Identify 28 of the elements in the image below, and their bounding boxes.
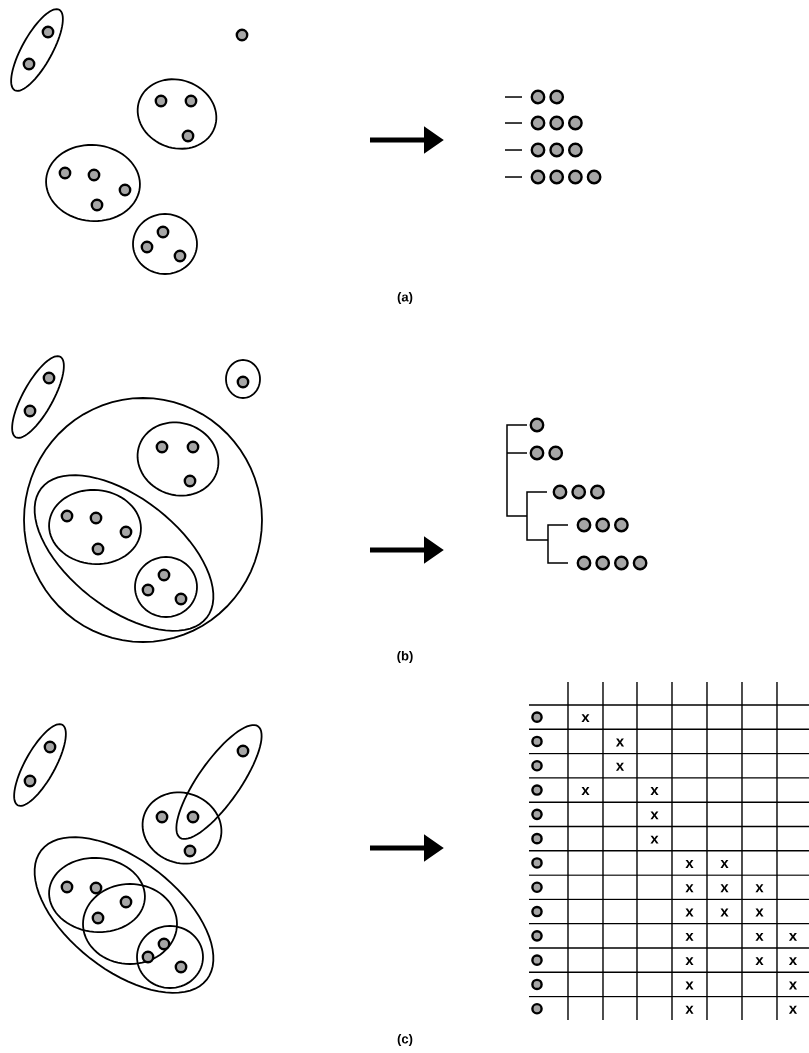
cell-mark: x	[685, 1005, 694, 1014]
cell-mark: x	[685, 981, 694, 990]
cell-mark: x	[650, 835, 659, 844]
cell-mark: x	[788, 957, 798, 966]
panel-label: (a)	[397, 291, 413, 305]
cell-mark: x	[615, 762, 625, 771]
cell-mark: x	[685, 908, 694, 917]
cell-mark: x	[720, 908, 729, 917]
cell-mark: x	[755, 908, 764, 917]
panel-label: (c)	[397, 1033, 413, 1047]
cell-mark: x	[581, 714, 590, 723]
cell-mark: x	[720, 884, 729, 893]
cell-mark: x	[788, 1005, 798, 1014]
cell-mark: x	[788, 932, 798, 941]
cell-mark: x	[685, 884, 694, 893]
cell-mark: x	[650, 811, 659, 820]
cell-mark: x	[788, 981, 798, 990]
cell-mark: x	[755, 957, 764, 966]
panel-label: (b)	[397, 650, 413, 664]
cell-mark: x	[650, 787, 659, 795]
cell-mark: x	[755, 932, 764, 941]
cell-mark: x	[685, 957, 694, 966]
cell-mark: x	[755, 884, 764, 893]
cell-mark: x	[685, 860, 694, 868]
cell-mark: x	[720, 860, 729, 868]
cell-mark: x	[685, 932, 694, 941]
cell-mark: x	[615, 738, 625, 747]
cell-mark: x	[581, 787, 590, 795]
